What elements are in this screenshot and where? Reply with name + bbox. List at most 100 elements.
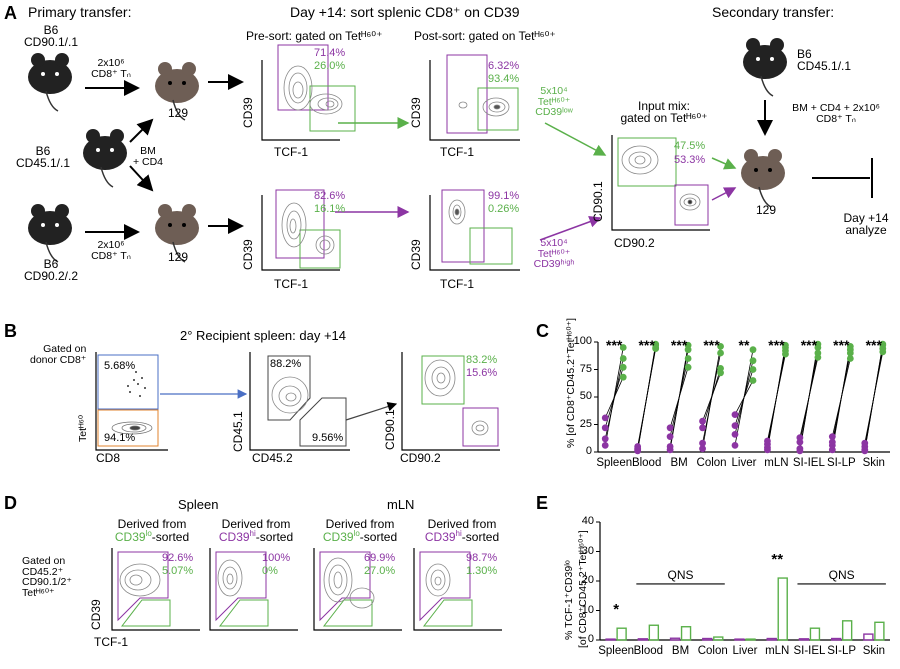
arrow-mix-to-mouse-purple <box>711 187 737 201</box>
secondary-transfer-title: Secondary transfer: <box>712 4 835 20</box>
chart-c-point-green <box>846 355 854 362</box>
post-top-purple: 6.32% <box>488 60 520 72</box>
mouse-icon-b6-cd45-1 <box>82 128 128 188</box>
post-top-axis-x: TCF-1 <box>440 145 474 159</box>
chart-e-ytick-label: 30 <box>581 544 594 557</box>
arrow-mid-label: BM+ CD4 <box>132 145 164 168</box>
chart-c-point-purple <box>796 445 804 453</box>
chart-c-pair-line <box>702 372 721 422</box>
chart-c-point-purple <box>666 433 674 440</box>
flow-plot-b-cd45 <box>249 352 350 451</box>
chart-c-significance: *** <box>606 337 623 353</box>
chart-e-significance: ** <box>771 551 784 569</box>
chart-c-point-purple <box>764 437 771 445</box>
flow-plot-d-2 <box>209 548 298 631</box>
chart-c-point-purple <box>601 424 609 432</box>
chart-c-point-green <box>782 341 789 349</box>
chart-c-point-purple <box>828 438 836 446</box>
chart-c-paired-dots <box>594 340 890 455</box>
chart-c-pair-line <box>604 377 624 419</box>
chart-e-bar-green <box>713 636 724 641</box>
chart-c-point-green <box>749 346 757 354</box>
pre-sort-title: Pre-sort: gated on Tetᴴ⁶⁰⁺ <box>246 29 383 43</box>
panel-d-spleen: Spleen <box>178 497 219 512</box>
flow-plot-b-tet <box>95 352 168 451</box>
d-p3-purple: 69.9% <box>364 552 396 564</box>
panel-d-axis-y: CD39 <box>89 599 103 630</box>
chart-e-bar-purple <box>863 633 874 641</box>
chart-c-ytick-label: 25 <box>579 417 592 430</box>
chart-e-category-label: Skin <box>862 645 886 657</box>
d-p4-green: 1.30% <box>466 565 498 577</box>
chart-e-bar-green <box>648 624 660 641</box>
b-plot2-axis-x: CD45.2 <box>252 451 293 465</box>
chart-c-category-label: Colon <box>696 457 727 469</box>
chart-c-point-green <box>814 340 822 348</box>
input-mix-title: Input mix:gated on Tetᴴ⁶⁰⁺ <box>620 99 708 125</box>
b-plot1-axis-y: Tetᴴ⁶⁰ <box>77 414 89 442</box>
day14-sort-title: Day +14: sort splenic CD8⁺ on CD39 <box>290 4 520 20</box>
chart-c-point-green <box>684 363 692 371</box>
chart-e-category-label: Spleen <box>598 645 635 657</box>
chart-e-bar-purple <box>669 637 681 641</box>
chart-c-point-green <box>749 377 757 384</box>
chart-c-point-purple <box>699 445 706 453</box>
chart-c-pair-line <box>831 358 851 437</box>
pre-top-green: 26.0% <box>314 60 346 72</box>
panel-letter-e: E <box>536 493 549 513</box>
panel-letter-c: C <box>536 321 549 341</box>
arrow-purple-to-mix <box>539 215 602 241</box>
chart-c-significance: *** <box>768 337 785 353</box>
chart-c-category-label: Blood <box>631 457 662 469</box>
post-top-green: 93.4% <box>488 73 520 85</box>
chart-c-point-green <box>684 341 692 349</box>
chart-c-point-green <box>619 363 627 371</box>
chart-c-point-green <box>619 355 627 362</box>
chart-e-bar-green <box>809 627 821 641</box>
pre-bot-purple: 82.6% <box>314 190 346 202</box>
pre-bot-axis-x: TCF-1 <box>274 277 308 291</box>
b-plot2-axis-y: CD45.1 <box>231 411 245 452</box>
d-p2-purple: 100% <box>262 552 291 564</box>
post-sort-title: Post-sort: gated on Tetᴴ⁶⁰⁺ <box>414 29 556 43</box>
chart-c-ytick-label: 0 <box>585 445 592 457</box>
chart-e-qns-label: QNS <box>828 567 855 582</box>
chart-c-category-label: BM <box>670 457 688 469</box>
b-plot1-top-pct: 5.68% <box>104 360 136 372</box>
chart-c-point-purple <box>666 443 674 450</box>
d-p1-green: 5.07% <box>162 565 194 577</box>
b-plot3-green-pct: 83.2% <box>466 354 498 366</box>
flow-plot-d-1 <box>111 548 200 631</box>
chart-c-point-green <box>684 355 692 362</box>
chart-e-bar-green <box>616 627 627 641</box>
chart-c-point-purple <box>601 435 609 443</box>
mouse-icon-b6-cd90-2 <box>27 203 73 263</box>
flow-plot-d-4 <box>413 548 502 631</box>
post-bot-green: 0.26% <box>488 203 520 215</box>
chart-e-ytick-label: 0 <box>587 633 594 645</box>
chart-c-category-label: Skin <box>862 457 885 469</box>
panel-d-mln: mLN <box>387 497 415 512</box>
post-bot-axis-x: TCF-1 <box>440 277 474 291</box>
chart-e-bar-purple <box>605 638 616 641</box>
pre-bot-axis-y: CD39 <box>241 239 255 270</box>
chart-e-bar-green <box>841 620 853 641</box>
d-p4-purple: 98.7% <box>466 552 498 564</box>
chart-e-bar-purple <box>702 637 713 641</box>
chart-c-significance: ** <box>738 337 750 353</box>
post-bot-axis-y: CD39 <box>409 239 423 270</box>
chart-e-category-label: Liver <box>732 645 758 657</box>
chart-c-point-purple <box>666 424 674 432</box>
recipient-129-top: 129 <box>168 106 189 120</box>
chart-c-ytick-label: 75 <box>579 362 592 375</box>
chart-c-point-purple <box>601 442 609 449</box>
chart-c-pair-line <box>864 351 884 444</box>
